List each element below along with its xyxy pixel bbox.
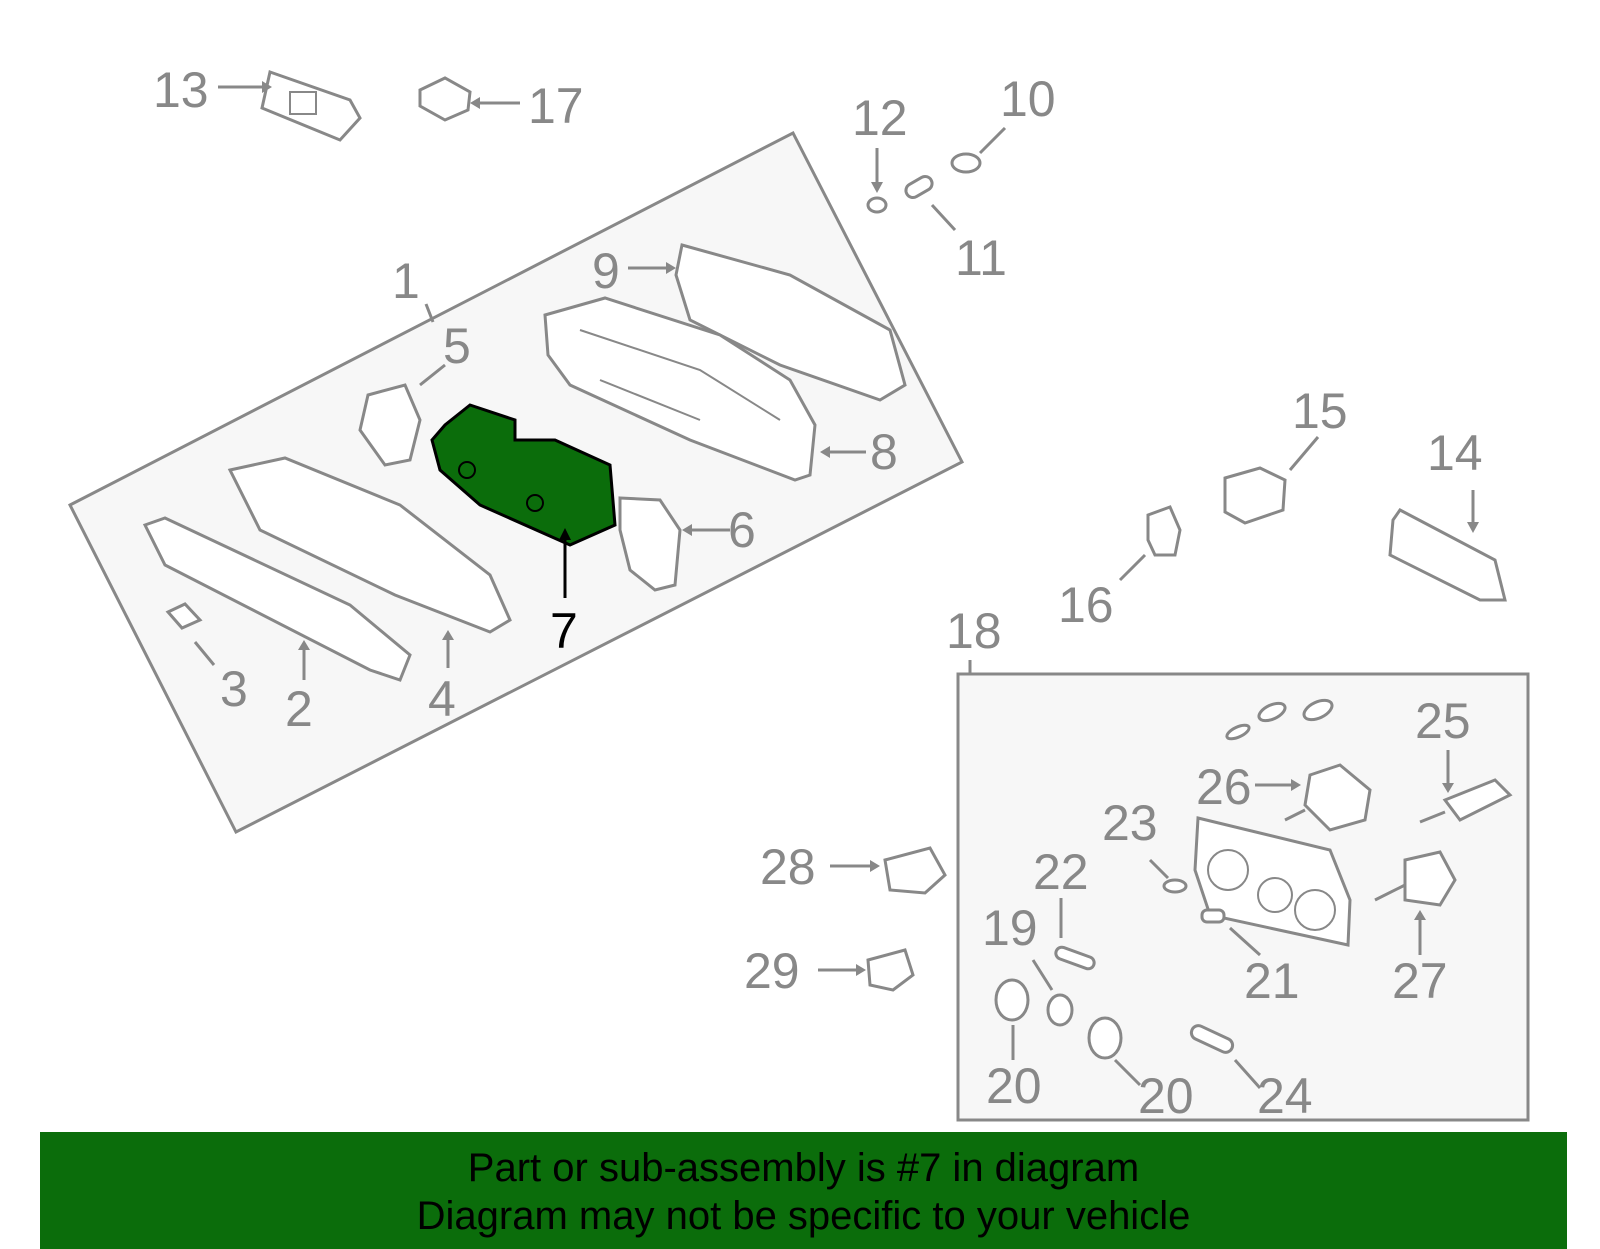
part-17-shape bbox=[418, 76, 520, 122]
callout-20-left: 20 bbox=[986, 1058, 1042, 1114]
part-21-shape bbox=[1200, 908, 1262, 957]
callout-11: 11 bbox=[955, 230, 1007, 286]
part-16-shape bbox=[1118, 505, 1182, 582]
part-13-shape bbox=[218, 70, 362, 142]
part-7-highlighted-shape bbox=[430, 403, 617, 598]
callout-6: 6 bbox=[728, 502, 756, 558]
callout-16: 16 bbox=[1058, 577, 1114, 633]
part-14-shape bbox=[1388, 490, 1507, 602]
callout-14: 14 bbox=[1427, 425, 1483, 481]
part-5-shape bbox=[358, 363, 446, 467]
callout-28: 28 bbox=[760, 839, 816, 895]
part-28-shape bbox=[830, 846, 947, 895]
part-3-shape bbox=[165, 602, 216, 666]
callout-17: 17 bbox=[528, 78, 584, 134]
part-2-shape bbox=[142, 516, 412, 682]
part-4-shape bbox=[227, 456, 512, 668]
part-15-shape bbox=[1223, 436, 1320, 525]
part-10-shape bbox=[950, 126, 1007, 174]
part-19-shape bbox=[1031, 959, 1074, 1027]
part-22-shape bbox=[1054, 898, 1096, 971]
callout-9: 9 bbox=[592, 243, 620, 299]
callout-10: 10 bbox=[1000, 71, 1056, 127]
info-banner: Part or sub-assembly is #7 in diagram Di… bbox=[40, 1132, 1567, 1249]
part-6-shape bbox=[618, 496, 730, 592]
part-9-shape bbox=[628, 243, 907, 402]
callout-22: 22 bbox=[1033, 844, 1089, 900]
callout-25: 25 bbox=[1415, 693, 1471, 749]
callout-12: 12 bbox=[852, 90, 908, 146]
callout-7: 7 bbox=[550, 603, 578, 659]
part-23-shape bbox=[1148, 858, 1188, 894]
banner-line-2: Diagram may not be specific to your vehi… bbox=[416, 1194, 1191, 1238]
part-bulbs-shape bbox=[1225, 698, 1334, 741]
part-panel-shape bbox=[1193, 816, 1352, 947]
part-26-shape bbox=[1255, 763, 1372, 832]
callout-21: 21 bbox=[1244, 953, 1300, 1009]
callout-26: 26 bbox=[1196, 759, 1252, 815]
callout-19: 19 bbox=[982, 900, 1038, 956]
part-29-shape bbox=[818, 948, 915, 992]
part-20b-shape bbox=[1087, 1016, 1142, 1087]
part-8-shape bbox=[543, 296, 866, 482]
callout-29: 29 bbox=[744, 943, 800, 999]
part-11-shape bbox=[904, 175, 957, 232]
part-20a-shape bbox=[994, 978, 1030, 1060]
callout-18: 18 bbox=[946, 603, 1002, 659]
callout-3: 3 bbox=[220, 661, 248, 717]
callout-5: 5 bbox=[443, 318, 471, 374]
callout-27: 27 bbox=[1392, 953, 1448, 1009]
callout-24: 24 bbox=[1257, 1068, 1313, 1124]
part-24-shape bbox=[1189, 1024, 1262, 1089]
callout-23: 23 bbox=[1102, 795, 1158, 851]
callout-8: 8 bbox=[870, 424, 898, 480]
part-27-shape bbox=[1374, 850, 1457, 955]
callout-13: 13 bbox=[153, 62, 209, 118]
callout-4: 4 bbox=[428, 671, 456, 727]
callout-20-right: 20 bbox=[1138, 1068, 1194, 1124]
callout-1: 1 bbox=[392, 253, 420, 309]
part-25-shape bbox=[1419, 750, 1513, 824]
callout-2: 2 bbox=[285, 681, 313, 737]
part-12-shape bbox=[866, 148, 888, 214]
banner-line-1: Part or sub-assembly is #7 in diagram bbox=[467, 1146, 1140, 1190]
callout-15: 15 bbox=[1292, 383, 1348, 439]
